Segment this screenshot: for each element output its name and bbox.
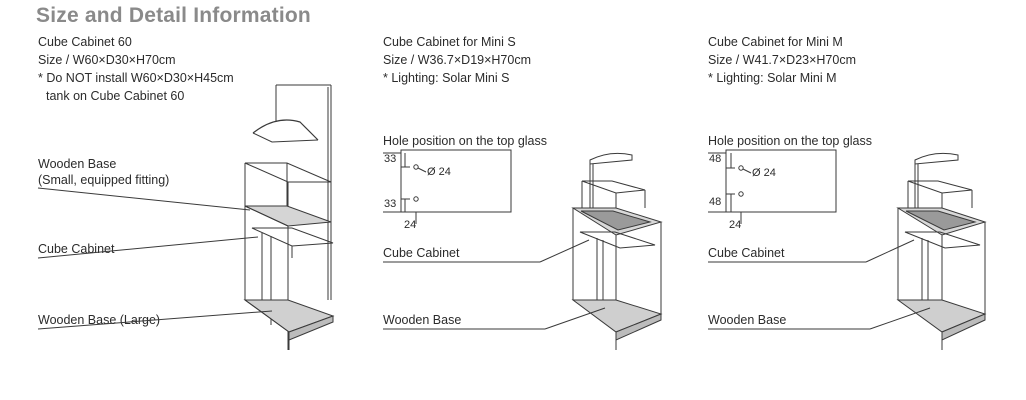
cab60-size: Size / W60×D30×H70cm — [38, 53, 176, 67]
miniS-size: Size / W36.7×D19×H70cm — [383, 53, 531, 67]
cab60-label-wooden-small: Wooden Base — [38, 157, 117, 171]
cab60-label-wooden-large: Wooden Base (Large) — [38, 313, 161, 327]
cab60-note-line1: * Do NOT install W60×D30×H45cm — [38, 71, 234, 85]
miniS-hole-diameter: Ø 24 — [427, 166, 451, 178]
miniM-drawing — [708, 149, 987, 350]
miniM-lighting: * Lighting: Solar Mini M — [708, 71, 837, 85]
cab60-label-wooden-small-detail: (Small, equipped fitting) — [38, 173, 170, 187]
cab60-drawing — [37, 84, 335, 350]
page-title: Size and Detail Information — [36, 4, 311, 27]
cab60-note-line2: tank on Cube Cabinet 60 — [46, 89, 185, 103]
miniM-dim-top: 48 — [709, 153, 722, 165]
miniM-size: Size / W41.7×D23×H70cm — [708, 53, 856, 67]
miniS-hole-title: Hole position on the top glass — [383, 134, 547, 148]
miniM-hole-title: Hole position on the top glass — [708, 134, 872, 148]
miniS-dim-side: 24 — [404, 219, 417, 231]
cab60-name: Cube Cabinet 60 — [38, 35, 132, 49]
miniM-hole-diameter: Ø 24 — [752, 167, 776, 179]
miniM-name: Cube Cabinet for Mini M — [708, 35, 843, 49]
miniS-label-cube-cabinet: Cube Cabinet — [383, 246, 460, 260]
miniS-drawing — [383, 149, 663, 350]
miniS-dim-bottom: 33 — [384, 198, 397, 210]
miniS-name: Cube Cabinet for Mini S — [383, 35, 516, 49]
miniM-dim-side: 24 — [729, 219, 742, 231]
miniS-label-wooden-base: Wooden Base — [383, 313, 462, 327]
miniS-lighting: * Lighting: Solar Mini S — [383, 71, 510, 85]
miniS-dim-top: 33 — [384, 153, 397, 165]
miniM-dim-bottom: 48 — [709, 196, 722, 208]
miniM-label-wooden-base: Wooden Base — [708, 313, 787, 327]
miniM-label-cube-cabinet: Cube Cabinet — [708, 246, 785, 260]
